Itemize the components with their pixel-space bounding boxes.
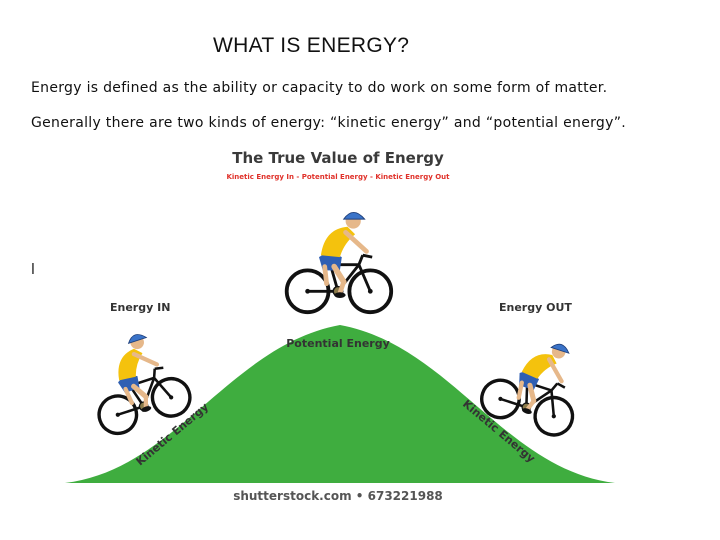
energy-in-label: Energy IN <box>110 301 170 314</box>
watermark-text: shutterstock.com • 673221988 <box>233 489 443 503</box>
definition-text: Energy is defined as the ability or capa… <box>31 80 608 96</box>
potential-energy-label: Potential Energy <box>286 337 390 350</box>
energy-kinds-text: Generally there are two kinds of energy:… <box>31 115 627 131</box>
energy-out-label: Energy OUT <box>499 301 572 314</box>
cyclist-top-icon <box>287 212 392 312</box>
text-cursor-mark: l <box>31 262 35 278</box>
figure-title: The True Value of Energy <box>232 149 444 167</box>
hill-shape <box>65 325 615 483</box>
figure-subtitle: Kinetic Energy In - Potential Energy - K… <box>226 173 450 181</box>
slide-title: WHAT IS ENERGY? <box>213 34 410 57</box>
